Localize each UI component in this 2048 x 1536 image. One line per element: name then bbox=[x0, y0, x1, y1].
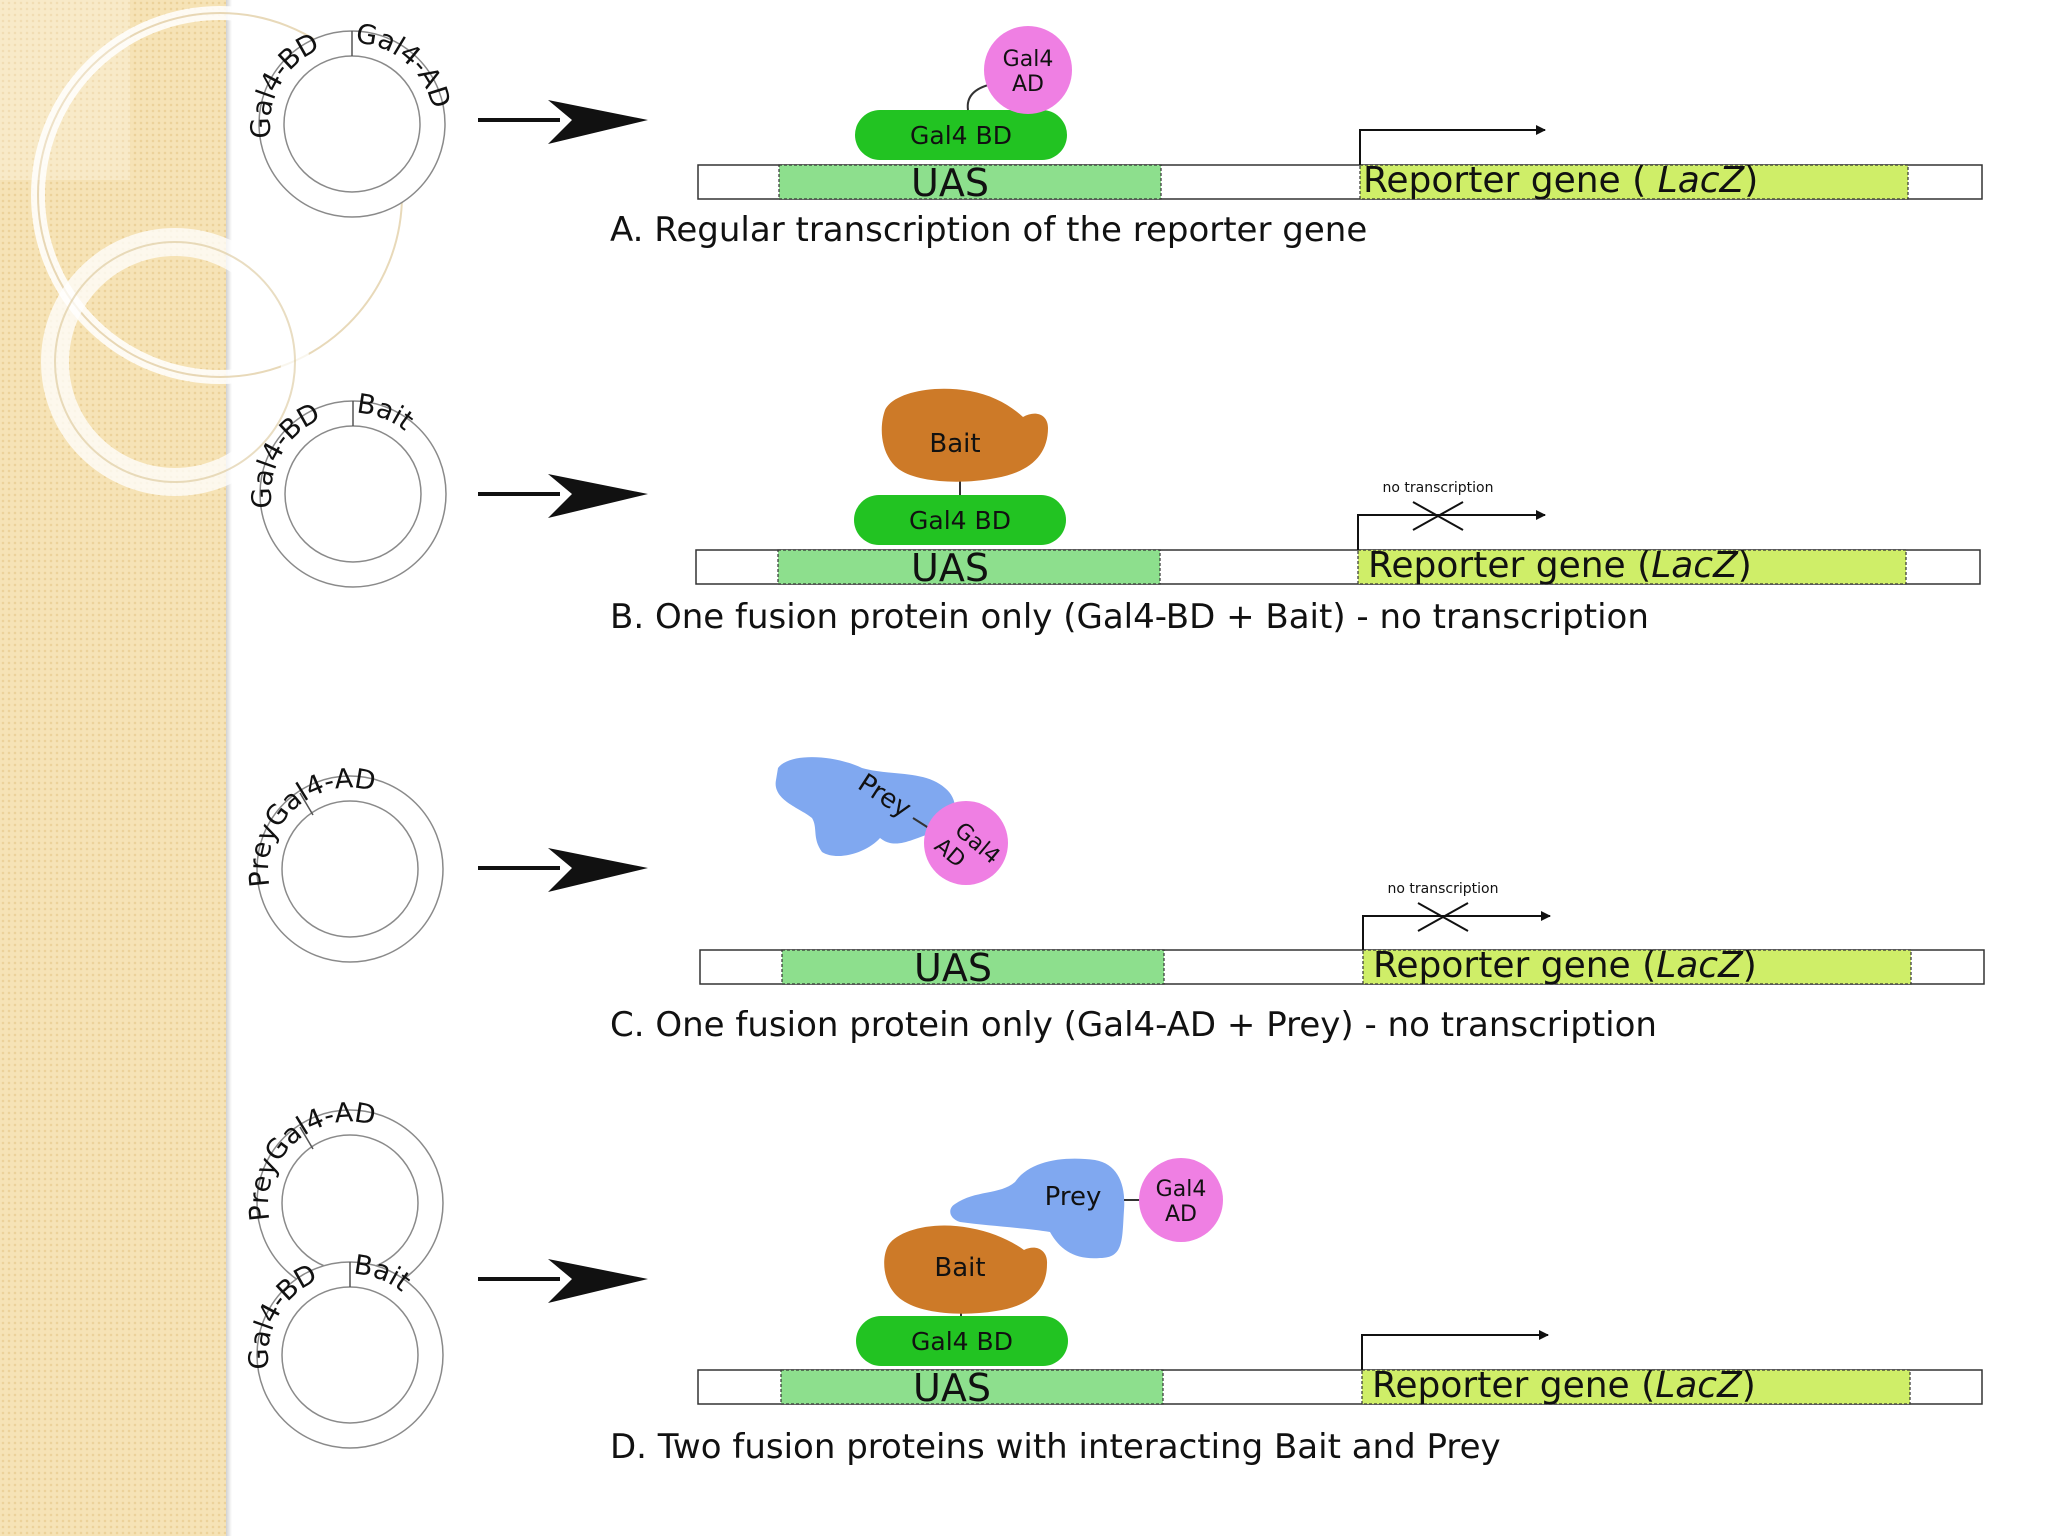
sidebar-shadow bbox=[226, 0, 232, 1536]
panel-b: Gal4-BD Bait UAS Reporter gene (LacZ) no… bbox=[247, 388, 1981, 637]
uas-label: UAS bbox=[911, 161, 989, 205]
bait-protein bbox=[881, 388, 1048, 482]
caption: C. One fusion protein only (Gal4-AD + Pr… bbox=[610, 1005, 1657, 1045]
bait-label: Bait bbox=[934, 1253, 985, 1283]
no-transcription-label: no transcription bbox=[1388, 881, 1499, 897]
bait-protein bbox=[884, 1225, 1048, 1314]
plasmid: Prey Gal4-AD bbox=[244, 763, 444, 963]
panel-c: Prey Gal4-AD UAS Reporter gene (LacZ) no… bbox=[244, 757, 1985, 1045]
uas-region bbox=[778, 164, 1162, 200]
reporter-region bbox=[1361, 1369, 1911, 1405]
gal4-bd bbox=[854, 495, 1066, 545]
gal4-bd-label: Gal4 BD bbox=[911, 1327, 1013, 1356]
gal4-ad bbox=[984, 26, 1072, 114]
gal4-bd bbox=[856, 1316, 1068, 1366]
uas-region bbox=[781, 949, 1165, 985]
arrow bbox=[478, 100, 648, 144]
gal4-bd-label: Gal4 BD bbox=[909, 506, 1011, 535]
panel-d: Prey Gal4-AD + Gal4-BD Bait UAS Reporter… bbox=[244, 1097, 1983, 1467]
prey-protein bbox=[950, 1158, 1125, 1259]
gal4-ad bbox=[924, 801, 1008, 885]
promoter-arrow bbox=[1362, 911, 1551, 950]
uas-region bbox=[780, 1369, 1164, 1405]
gal4-bd bbox=[855, 110, 1067, 160]
arrow bbox=[478, 848, 648, 892]
reporter-label: Reporter gene (LacZ) bbox=[1373, 945, 1757, 986]
gal4-bd-label: Gal4 BD bbox=[910, 121, 1012, 150]
plasmid: Gal4-BD Bait bbox=[244, 1249, 444, 1449]
no-transcription-cross-icon bbox=[1417, 902, 1469, 932]
gal4-ad-label-line1: Gal4 bbox=[1003, 47, 1054, 72]
decorative-rings bbox=[0, 0, 409, 496]
prey-label: Prey bbox=[1045, 1182, 1102, 1212]
uas-label: UAS bbox=[913, 1366, 991, 1410]
arrow bbox=[478, 1259, 648, 1303]
panel-a: Gal4-BD Gal4-AD UAS Reporter gene ( LacZ… bbox=[246, 18, 1983, 250]
uas-region bbox=[777, 549, 1161, 585]
gal4-ad-label-line2: AD bbox=[1012, 72, 1044, 97]
promoter-arrow bbox=[1361, 1330, 1549, 1370]
no-transcription-label: no transcription bbox=[1383, 480, 1494, 496]
prey-protein bbox=[775, 757, 955, 857]
reporter-region bbox=[1357, 549, 1907, 585]
no-transcription-cross-icon bbox=[1412, 501, 1464, 531]
caption: A. Regular transcription of the reporter… bbox=[610, 210, 1367, 250]
reporter-region bbox=[1362, 949, 1912, 985]
arrow bbox=[478, 474, 648, 518]
gal4-ad bbox=[1139, 1158, 1223, 1242]
plasmid: Prey Gal4-AD bbox=[244, 1097, 444, 1297]
gal4-ad-label-line1: Gal4 bbox=[1156, 1177, 1207, 1202]
reporter-label: Reporter gene (LacZ) bbox=[1368, 545, 1752, 586]
promoter-arrow bbox=[1357, 510, 1546, 550]
reporter-label: Reporter gene (LacZ) bbox=[1372, 1365, 1756, 1406]
reporter-label: Reporter gene ( LacZ) bbox=[1363, 160, 1758, 201]
uas-label: UAS bbox=[911, 546, 989, 590]
bait-label: Bait bbox=[929, 429, 980, 459]
plasmid: Gal4-BD Gal4-AD bbox=[246, 18, 456, 218]
promoter-arrow bbox=[1359, 125, 1546, 165]
reporter-region bbox=[1359, 164, 1909, 200]
caption: D. Two fusion proteins with interacting … bbox=[610, 1427, 1501, 1467]
caption: B. One fusion protein only (Gal4-BD + Ba… bbox=[610, 597, 1649, 637]
gal4-ad-label-line2: AD bbox=[1165, 1202, 1197, 1227]
uas-label: UAS bbox=[914, 946, 992, 990]
